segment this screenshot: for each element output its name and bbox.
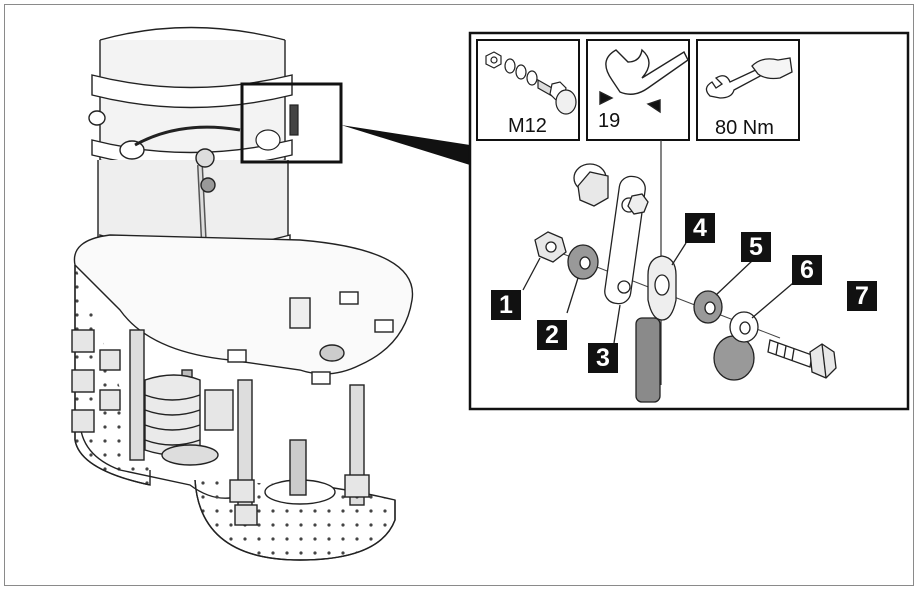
figure-frame — [4, 4, 914, 586]
callout-7: 7 — [847, 281, 877, 311]
cable-lug — [635, 255, 677, 403]
detail-leader — [341, 125, 470, 165]
detail-marker-box — [240, 82, 343, 164]
hex-bolt — [767, 339, 837, 379]
torque-wrench-icon — [705, 57, 793, 99]
callout-5: 5 — [741, 232, 771, 262]
fastener-set-icon — [485, 51, 577, 115]
callout-3: 3 — [588, 343, 618, 373]
callout-6: 6 — [792, 255, 822, 285]
callout-1: 1 — [491, 290, 521, 320]
lock-washer — [713, 311, 759, 381]
mounting-strap — [573, 163, 649, 305]
fastener-size-label: M12 — [508, 115, 547, 137]
torque-label: 80 Nm — [715, 117, 774, 139]
callout-2: 2 — [537, 320, 567, 350]
callout-4: 4 — [685, 213, 715, 243]
machine-assembly — [71, 26, 414, 561]
exploded-hardware — [522, 163, 837, 403]
wrench-icon — [599, 48, 689, 114]
wrench-size-label: 19 — [598, 110, 621, 132]
